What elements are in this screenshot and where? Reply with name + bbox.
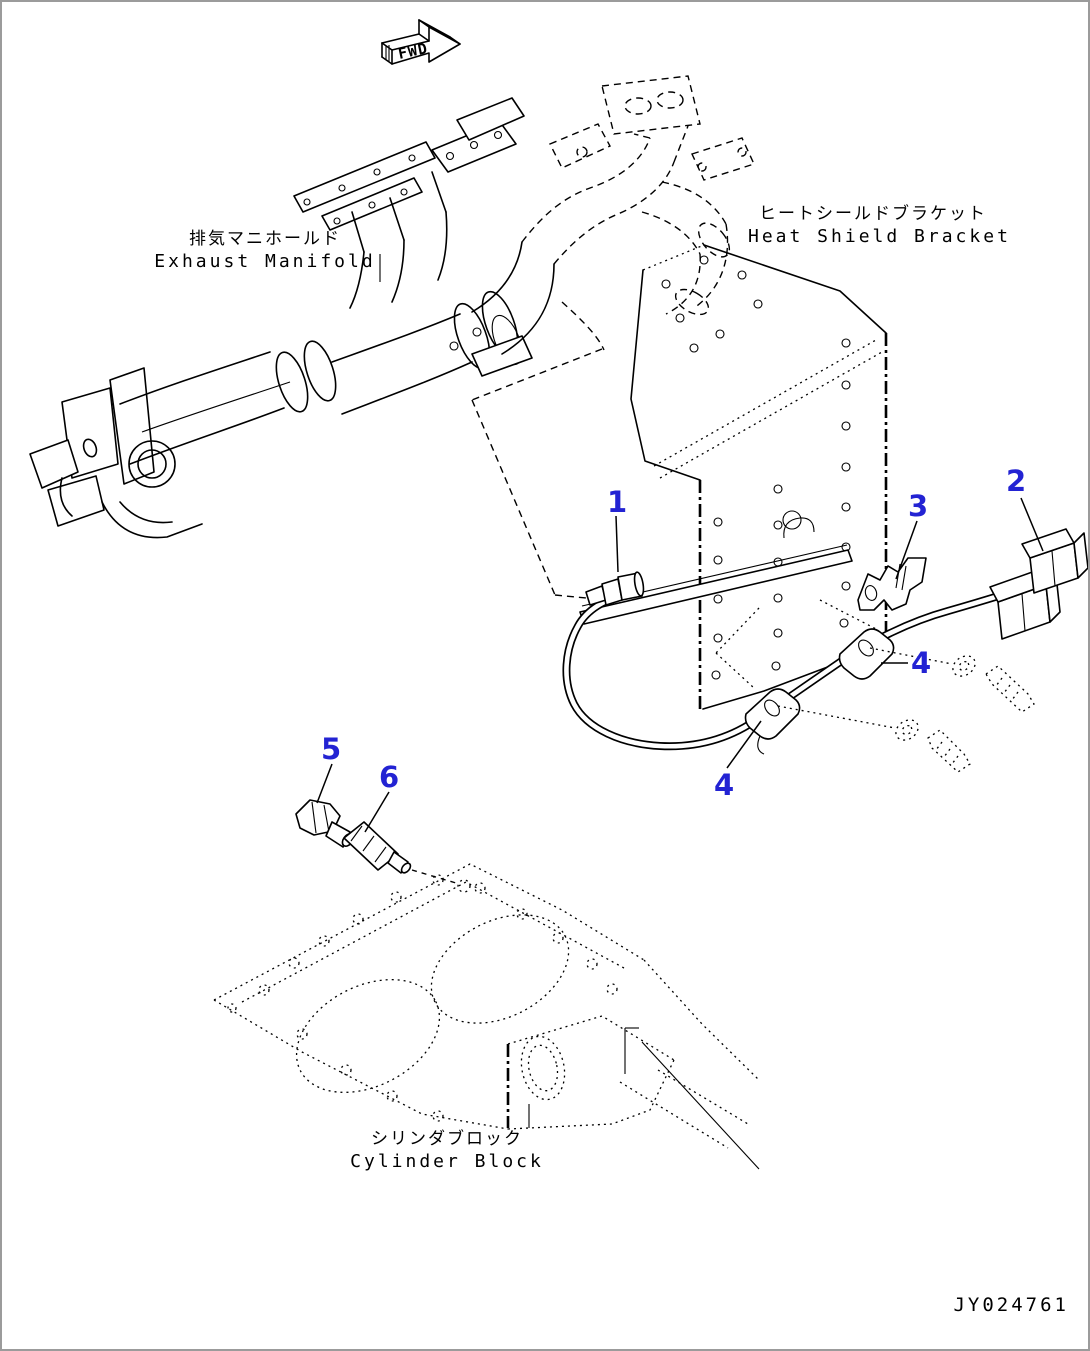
drawing-number: JY024761 <box>953 1294 1069 1316</box>
cylinder-block-label: シリンダブロック Cylinder Block <box>332 1128 562 1173</box>
fwd-arrow-icon <box>381 19 461 65</box>
callout-leader-lines <box>316 497 1044 833</box>
callout-5: 5 <box>321 732 342 766</box>
plug-parts-drawing <box>295 799 457 884</box>
exhaust-manifold-label-en: Exhaust Manifold <box>154 251 376 273</box>
cylinder-block-drawing <box>213 863 760 1170</box>
sensor-harness-drawing <box>562 528 1088 773</box>
callout-4-right: 4 <box>911 646 932 680</box>
callout-4-lower: 4 <box>714 768 735 802</box>
sensor-locator-dashed-lines <box>471 348 603 599</box>
heat-shield-bracket-label-en: Heat Shield Bracket <box>748 226 1011 248</box>
exhaust-manifold-drawing <box>29 75 755 539</box>
cylinder-block-label-jp: シリンダブロック <box>371 1129 523 1149</box>
cylinder-block-label-en: Cylinder Block <box>350 1151 544 1173</box>
heat-shield-bracket-drawing <box>579 244 888 710</box>
exhaust-manifold-label: 排気マニホールド Exhaust Manifold <box>134 228 396 273</box>
callout-6: 6 <box>379 760 400 794</box>
heat-shield-bracket-label-jp: ヒートシールドブラケット <box>759 204 987 224</box>
callout-1: 1 <box>607 485 628 519</box>
heat-shield-bracket-label: ヒートシールドブラケット Heat Shield Bracket <box>748 203 1011 248</box>
callout-3: 3 <box>908 489 929 523</box>
exhaust-manifold-label-jp: 排気マニホールド <box>189 229 341 249</box>
callout-2: 2 <box>1006 464 1027 498</box>
